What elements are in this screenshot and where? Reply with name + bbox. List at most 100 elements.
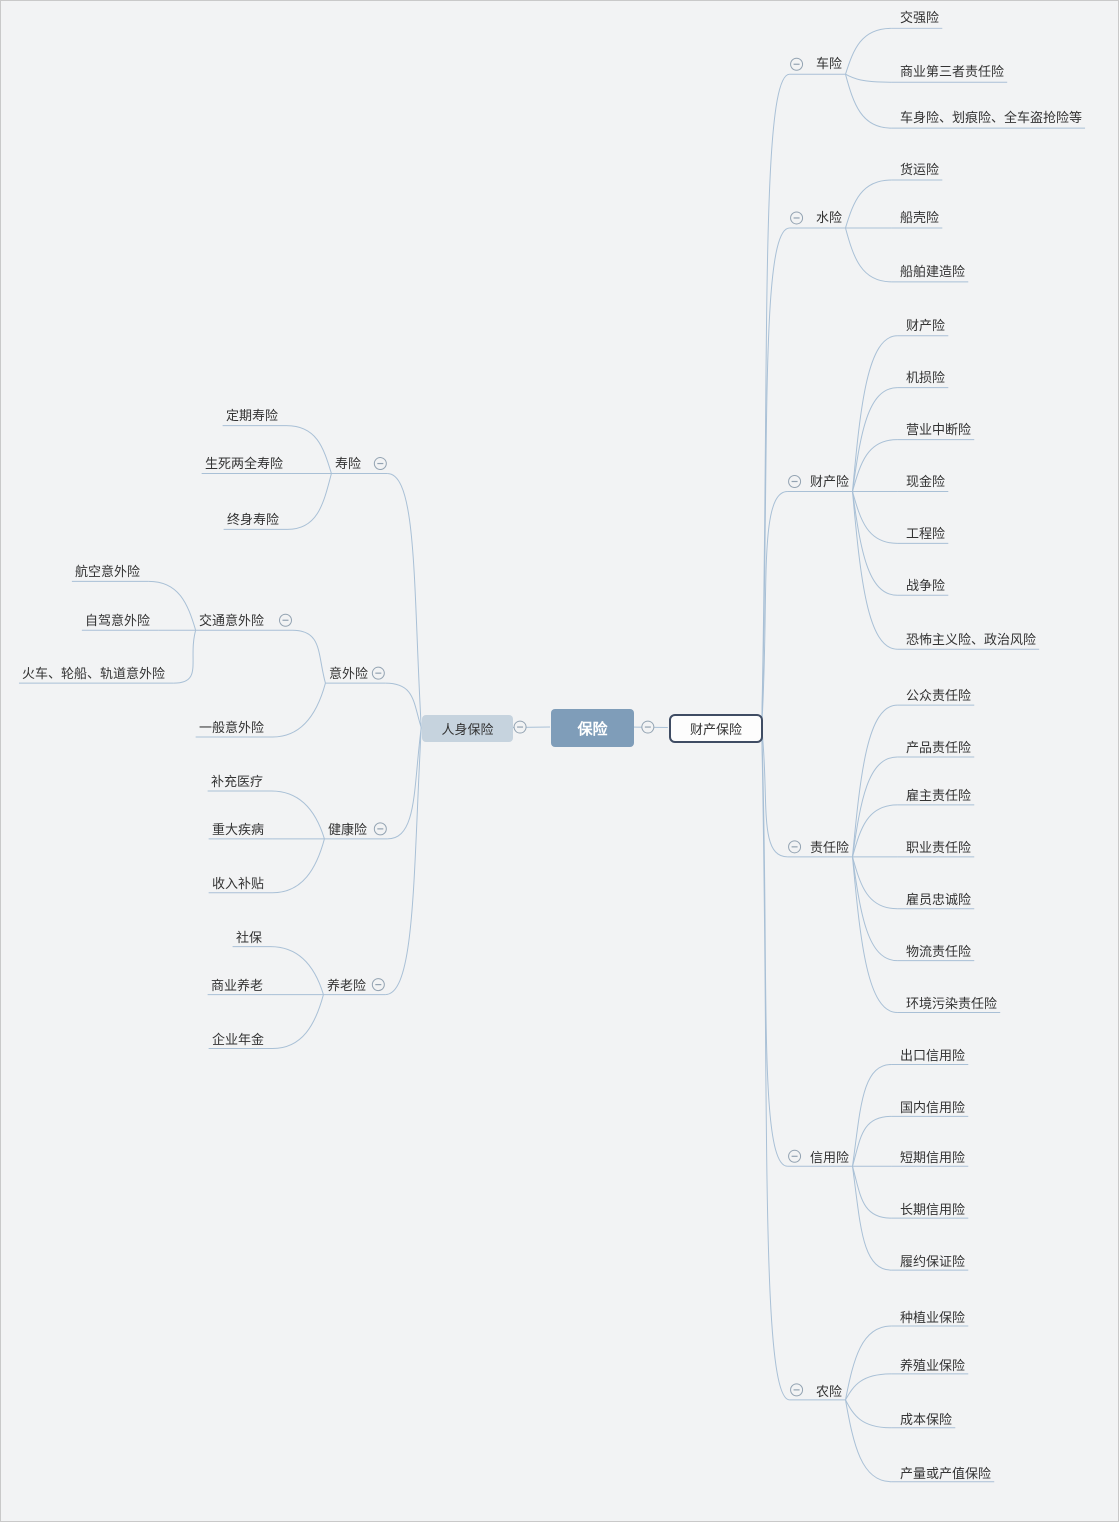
topic-cargo[interactable]: 货运险 [900, 162, 940, 177]
branch-line [851, 856, 898, 1014]
topic-pension[interactable]: 养老险 [326, 978, 366, 993]
branch-line [845, 179, 892, 229]
collapse-icon[interactable] [790, 1383, 804, 1397]
topic-rail-accident[interactable]: 火车、轮船、轨道意外险 [21, 666, 165, 681]
topic-general-accident[interactable]: 一般意外险 [198, 720, 264, 735]
topic-personal[interactable]: 人身保险 [422, 715, 513, 742]
topic-commercial-third-party[interactable]: 商业第三者责任险 [900, 64, 1005, 79]
topic-environmental-liability[interactable]: 环境污染责任险 [906, 996, 998, 1011]
topic-planting[interactable]: 种植业保险 [900, 1310, 966, 1325]
topic-health[interactable]: 健康险 [327, 822, 367, 837]
branch-line [845, 73, 892, 83]
collapse-icon[interactable] [371, 978, 385, 992]
topic-compulsory-auto[interactable]: 交强险 [900, 10, 940, 25]
topic-machinery-breakdown[interactable]: 机损险 [906, 370, 946, 385]
topic-aviation-accident[interactable]: 航空意外险 [74, 564, 140, 579]
topic-terrorism-political[interactable]: 恐怖主义险、政治风险 [906, 632, 1037, 647]
branch-line [851, 1166, 892, 1271]
topic-employee-fidelity[interactable]: 雇员忠诚险 [906, 892, 972, 907]
topic-war[interactable]: 战争险 [906, 578, 946, 593]
branch-line [148, 580, 197, 631]
topic-public-liability[interactable]: 公众责任险 [906, 688, 972, 703]
branch-line [761, 727, 788, 1167]
topic-endowment-life[interactable]: 生死两全寿险 [204, 456, 283, 471]
branch-line [271, 790, 325, 840]
topic-business-interruption[interactable]: 营业中断险 [906, 422, 972, 437]
topic-income-subsidy[interactable]: 收入补贴 [211, 876, 264, 891]
topic-insurance[interactable]: 保险 [551, 709, 634, 747]
topic-liability[interactable]: 责任险 [810, 840, 850, 855]
branch-line [851, 491, 898, 544]
topic-property[interactable]: 财产险 [906, 318, 946, 333]
collapse-icon[interactable] [279, 613, 292, 627]
topic-agriculture[interactable]: 农险 [816, 1384, 843, 1399]
branch-line [851, 1115, 892, 1167]
topic-accident[interactable]: 意外险 [328, 666, 368, 681]
branch-line [851, 756, 898, 857]
collapse-icon[interactable] [788, 1149, 802, 1163]
topic-cash[interactable]: 现金险 [906, 474, 946, 489]
topic-driving-accident[interactable]: 自驾意外险 [84, 613, 150, 628]
topic-domestic-credit[interactable]: 国内信用险 [900, 1100, 966, 1115]
topic-whole-life[interactable]: 终身寿险 [226, 512, 279, 527]
collapse-icon[interactable] [371, 666, 385, 680]
topic-critical-illness[interactable]: 重大疾病 [211, 822, 264, 837]
topic-shipbuilding[interactable]: 船舶建造险 [900, 264, 966, 279]
topic-logistics-liability[interactable]: 物流责任险 [906, 944, 972, 959]
branch-line [851, 704, 898, 857]
topic-social-security[interactable]: 社保 [235, 930, 262, 945]
topic-enterprise-annuity[interactable]: 企业年金 [211, 1032, 264, 1047]
collapse-icon[interactable] [788, 475, 802, 488]
collapse-icon[interactable] [788, 840, 802, 854]
branch-line [272, 683, 326, 738]
branch-line [761, 490, 788, 728]
topic-credit[interactable]: 信用险 [810, 1150, 850, 1165]
topic-engineering[interactable]: 工程险 [906, 526, 946, 541]
branch-line [851, 804, 898, 857]
topic-hull[interactable]: 船壳险 [900, 210, 940, 225]
topic-breeding[interactable]: 养殖业保险 [900, 1358, 966, 1373]
topic-long-term-credit[interactable]: 长期信用险 [900, 1202, 966, 1217]
topic-traffic-accident[interactable]: 交通意外险 [198, 613, 264, 628]
topic-export-credit[interactable]: 出口信用险 [900, 1048, 966, 1063]
topic-property-branch[interactable]: 财产保险 [669, 714, 763, 743]
topic-life[interactable]: 寿险 [334, 456, 361, 471]
collapse-icon[interactable] [373, 822, 387, 836]
topic-short-term-credit[interactable]: 短期信用险 [900, 1150, 966, 1165]
branch-line [851, 439, 898, 492]
topic-auto[interactable]: 车险 [816, 56, 843, 71]
topic-commercial-pension[interactable]: 商业养老 [210, 978, 263, 993]
branch-line [851, 335, 898, 492]
branch-line [845, 27, 892, 75]
branch-line [387, 473, 422, 728]
topic-car-body[interactable]: 车身险、划痕险、全车盗抢险等 [900, 110, 1083, 125]
branch-line [292, 629, 326, 684]
branch-line [851, 856, 898, 962]
topic-professional-liability[interactable]: 职业责任险 [906, 840, 972, 855]
topic-yield-value[interactable]: 产量或产值保险 [900, 1466, 992, 1481]
collapse-icon[interactable] [790, 57, 804, 71]
collapse-icon[interactable] [373, 457, 387, 471]
topic-term-life[interactable]: 定期寿险 [225, 408, 278, 423]
branch-line [845, 1373, 892, 1401]
branch-line [851, 1063, 892, 1167]
topic-cost[interactable]: 成本保险 [900, 1412, 953, 1427]
topic-performance-bond[interactable]: 履约保证险 [900, 1254, 966, 1269]
topic-product-liability[interactable]: 产品责任险 [906, 740, 972, 755]
topic-marine[interactable]: 水险 [816, 210, 843, 225]
topic-employer-liability[interactable]: 雇主责任险 [906, 788, 972, 803]
collapse-icon[interactable] [790, 211, 804, 225]
branch-line [270, 946, 324, 995]
branch-line [385, 682, 422, 728]
topic-supplementary-medical[interactable]: 补充医疗 [210, 774, 263, 789]
branch-line [761, 73, 790, 728]
branch-line [851, 491, 898, 596]
topic-property-cat[interactable]: 财产险 [810, 474, 850, 489]
branch-line [844, 1399, 892, 1483]
collapse-icon[interactable] [513, 720, 527, 734]
collapse-icon[interactable] [641, 720, 655, 734]
branch-line [287, 473, 332, 530]
branch-line [845, 74, 892, 129]
